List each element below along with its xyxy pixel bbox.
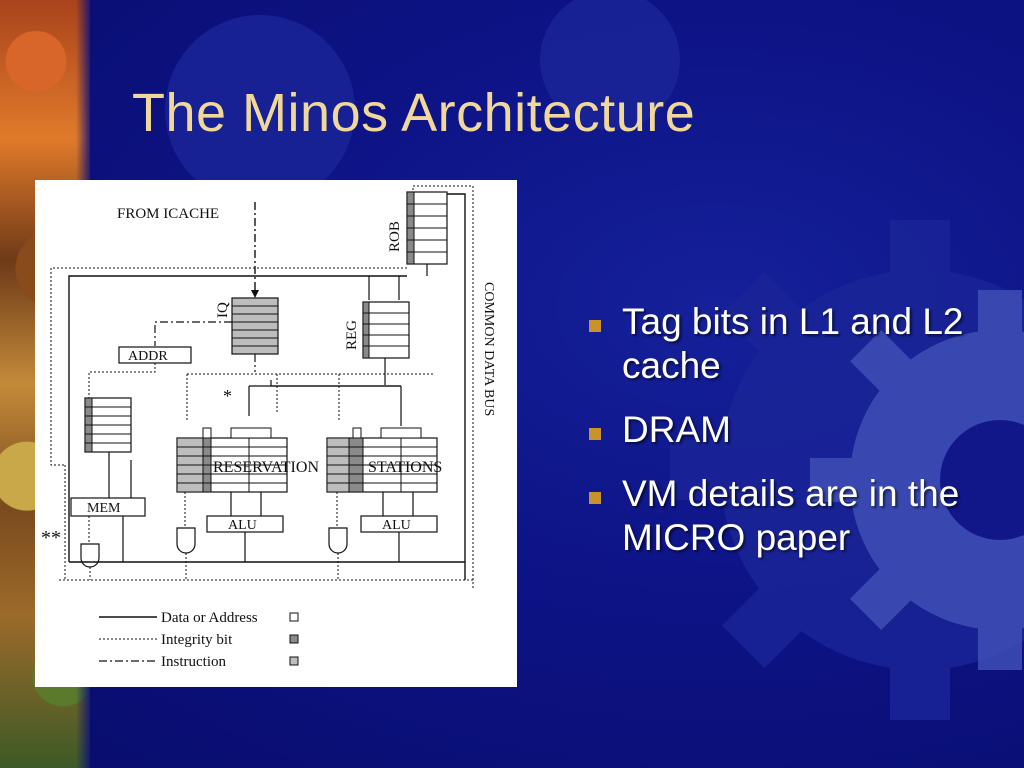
minos-architecture-diagram: FROM ICACHE ROB (35, 180, 517, 687)
iq-label: IQ (215, 302, 231, 318)
bullet-text: Tag bits in L1 and L2 cache (622, 301, 964, 386)
right-and-gate-icon (328, 527, 348, 554)
bullet-list: Tag bits in L1 and L2 cache DRAM VM deta… (586, 300, 1006, 580)
middle-and-gate-icon (176, 527, 196, 554)
slide-title: The Minos Architecture (132, 83, 696, 143)
common-data-bus-label: COMMON DATA BUS (481, 282, 496, 416)
addr-label: ADDR (128, 349, 168, 364)
legend-instruction: Instruction (161, 654, 226, 670)
legend-data-or-address: Data or Address (161, 610, 258, 626)
from-icache-label: FROM ICACHE (117, 206, 219, 222)
register-file: REG (344, 301, 410, 359)
rob-label: ROB (387, 221, 403, 252)
square-bullet-icon (589, 320, 601, 332)
addr-unit: ADDR (118, 346, 192, 364)
alu-right-label: ALU (382, 518, 411, 533)
alu-left: ALU (206, 515, 284, 533)
star-label: * (223, 386, 232, 406)
bullet-item: DRAM (586, 408, 1006, 452)
legend-integrity-bit: Integrity bit (161, 632, 233, 648)
reservation-station-right (326, 427, 438, 493)
reservation-station-left (176, 427, 288, 493)
stations-label: STATIONS (368, 459, 442, 476)
bullet-item: Tag bits in L1 and L2 cache (586, 300, 1006, 388)
alu-left-label: ALU (228, 518, 257, 533)
bullet-text: VM details are in the MICRO paper (622, 473, 960, 558)
load-store-queue (84, 397, 132, 453)
square-bullet-icon (589, 428, 601, 440)
mem-unit: MEM (70, 497, 146, 517)
reservation-label: RESERVATION (213, 459, 319, 476)
diagram-legend: Data or Address Integrity bit Instructio… (99, 610, 299, 670)
alu-right: ALU (360, 515, 438, 533)
square-bullet-icon (589, 492, 601, 504)
reg-label: REG (344, 320, 360, 350)
mem-label: MEM (87, 501, 121, 516)
bullet-text: DRAM (622, 409, 731, 450)
instruction-queue: IQ (215, 297, 279, 355)
double-star-label: ** (41, 527, 61, 549)
rob-buffer: ROB (387, 191, 448, 265)
bullet-item: VM details are in the MICRO paper (586, 472, 1006, 560)
left-and-gate-icon (80, 543, 100, 568)
